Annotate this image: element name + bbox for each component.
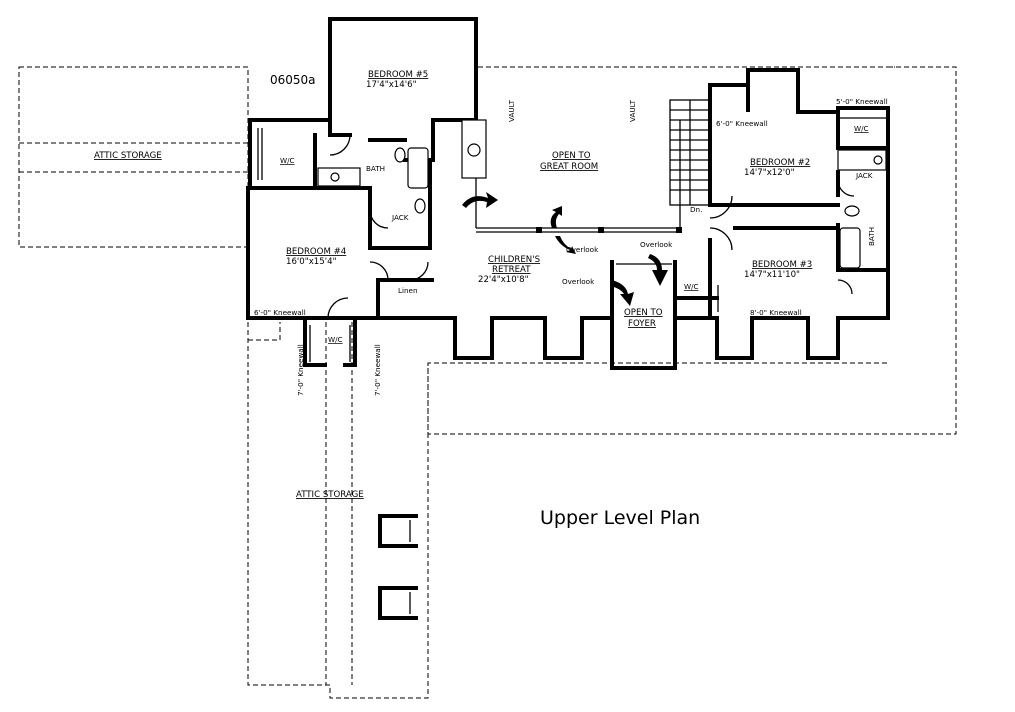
great-room-line2: GREAT ROOM	[540, 162, 598, 172]
bedroom-3-size: 14'7"x11'10"	[744, 270, 800, 280]
foyer-line1: OPEN TO	[624, 308, 663, 318]
bath-label-left: BATH	[366, 164, 385, 173]
overlook-label-2: Overlook	[640, 240, 673, 249]
bedroom-5-size: 17'4"x14'6"	[366, 80, 417, 90]
overlook-arrows	[462, 192, 668, 306]
kneewall-left-wic-b: 7'-0" Kneewall	[373, 344, 382, 396]
kneewall-stairs: 6'-0" Kneewall	[716, 119, 768, 128]
vault-label-right: VAULT	[628, 99, 637, 122]
vault-label-left: VAULT	[507, 99, 516, 122]
plan-title: Upper Level Plan	[540, 507, 700, 529]
bedroom-4-name: BEDROOM #4	[286, 247, 346, 257]
stair-treads	[670, 100, 710, 205]
retreat-line1: CHILDREN'S	[488, 255, 540, 265]
wic-label-bedroom-3: W/C	[684, 282, 699, 291]
jack-label-right: JACK	[855, 171, 873, 180]
great-room-line1: OPEN TO	[552, 151, 591, 161]
bath-label-right: BATH	[867, 227, 876, 246]
overlook-label-1: Overlook	[566, 245, 599, 254]
stairs-down-label: Dn.	[690, 205, 702, 214]
bedroom-2-size: 14'7"x12'0"	[744, 168, 795, 178]
plan-number: 06050a	[270, 73, 316, 87]
bedroom-5-name: BEDROOM #5	[368, 70, 428, 80]
kneewall-left-wic-a: 7'-0" Kneewall	[296, 344, 305, 396]
attic-outlines	[18, 66, 957, 699]
overlook-label-3: Overlook	[562, 277, 595, 286]
kneewall-bedroom-2: 5'-0" Kneewall	[836, 97, 888, 106]
wic-label-bedroom-2: W/C	[854, 124, 869, 133]
bedroom-4-size: 16'0"x15'4"	[286, 257, 337, 267]
kneewall-bedroom-4: 6'-0" Kneewall	[254, 308, 306, 317]
details	[257, 99, 887, 620]
retreat-line2: RETREAT	[492, 265, 531, 275]
labels: 06050a BEDROOM #5 17'4"x14'6" OPEN TO GR…	[94, 70, 888, 529]
linen-label: Linen	[398, 286, 418, 295]
bedroom-2-name: BEDROOM #2	[750, 158, 810, 168]
jack-label-left: JACK	[391, 213, 409, 222]
kneewall-bedroom-3: 8'-0" Kneewall	[750, 308, 802, 317]
bedroom-3-name: BEDROOM #3	[752, 260, 812, 270]
retreat-size: 22'4"x10'8"	[478, 275, 529, 285]
attic-storage-bottom: ATTIC STORAGE	[296, 490, 364, 500]
foyer-line2: FOYER	[628, 319, 656, 329]
wic-label-bottom-left: W/C	[328, 335, 343, 344]
wic-label-top-left: W/C	[280, 156, 295, 165]
attic-storage-top: ATTIC STORAGE	[94, 151, 162, 161]
